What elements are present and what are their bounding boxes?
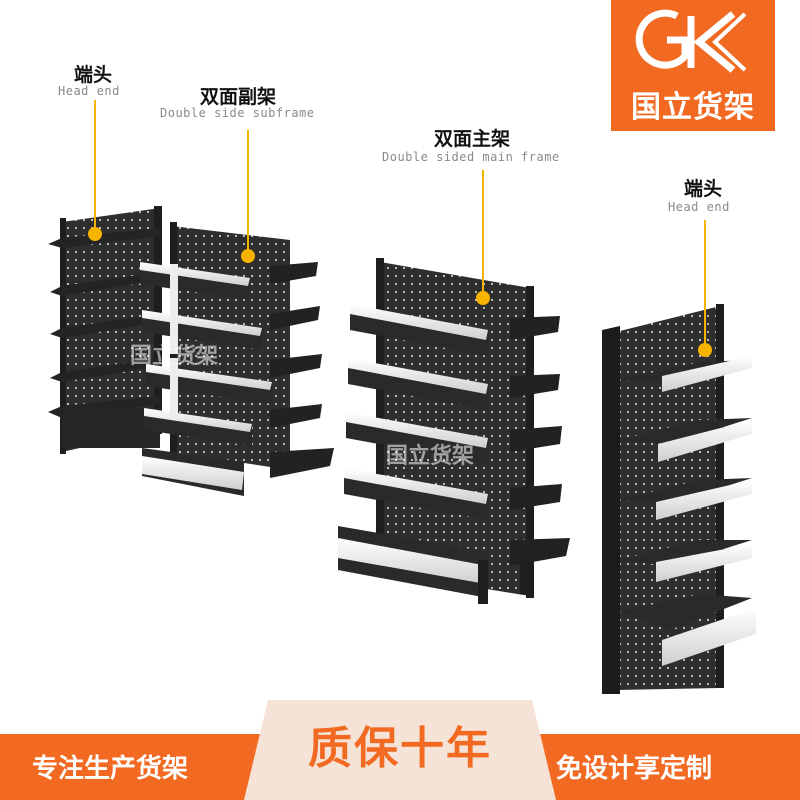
- watermark-left: 国立货架: [130, 344, 219, 369]
- brand-logo: 国立货架: [611, 0, 775, 131]
- main-frame-shelf: [338, 258, 570, 604]
- callout-lines: [88, 100, 712, 357]
- head-end-right-shelf: [602, 304, 756, 694]
- gk-logo-icon: [635, 9, 747, 73]
- head-end-right-label-en: Head end: [668, 200, 730, 214]
- watermark-center: 国立货架: [386, 444, 475, 469]
- subframe-shelf: [140, 222, 334, 496]
- subframe-label: 双面副架: [200, 86, 277, 108]
- head-end-right-label: 端头: [684, 178, 723, 200]
- head-end-left-shelf: [48, 206, 162, 454]
- banner-center-text: 质保十年: [308, 723, 492, 774]
- banner-left-text: 专注生产货架: [32, 754, 189, 784]
- main-frame-label-en: Double sided main frame: [382, 150, 560, 164]
- banner-right-text: 免设计享定制: [556, 754, 713, 784]
- head-end-left-label-en: Head end: [58, 84, 120, 98]
- subframe-label-en: Double side subframe: [160, 106, 315, 120]
- banner-center-plate: [244, 700, 556, 800]
- head-end-left-label: 端头: [74, 64, 113, 86]
- brand-name: 国立货架: [631, 90, 755, 125]
- main-frame-label: 双面主架: [434, 128, 511, 150]
